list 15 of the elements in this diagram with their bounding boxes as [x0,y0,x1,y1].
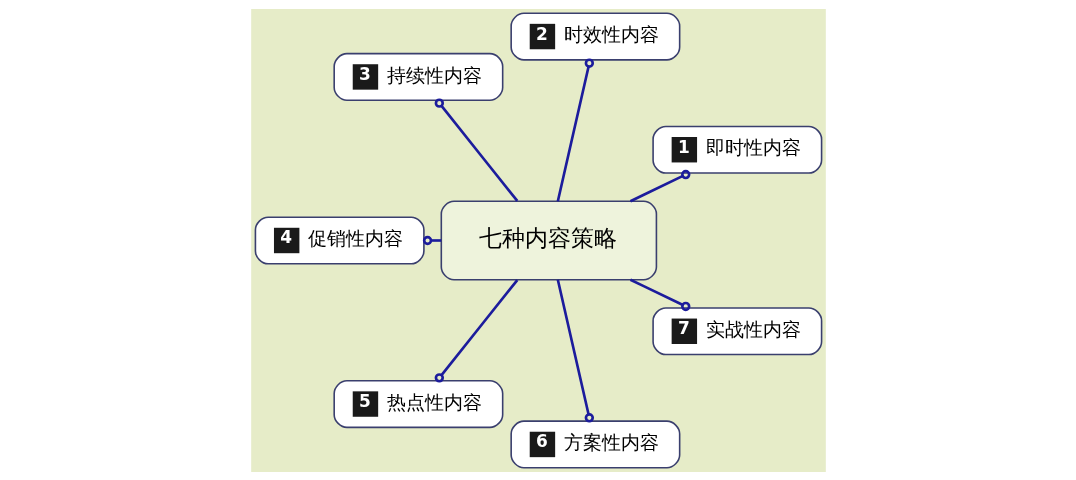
node-box: 4 促销性内容 [254,215,425,265]
node-box: 7 实战性内容 [651,306,822,355]
node-box: 6 方案性内容 [509,419,680,469]
connector [556,57,594,201]
node-box: 3 持续性内容 [332,52,503,101]
connector [629,169,690,202]
node-box: 5 热点性内容 [332,379,503,428]
node-box: 2 时效性内容 [509,11,680,61]
node-box: 七种内容策略 [440,200,657,280]
connector [556,279,594,423]
connector [629,278,690,311]
node-box: 1 即时性内容 [651,125,822,174]
connector [434,278,518,383]
connector [422,235,441,245]
connector [434,97,518,202]
